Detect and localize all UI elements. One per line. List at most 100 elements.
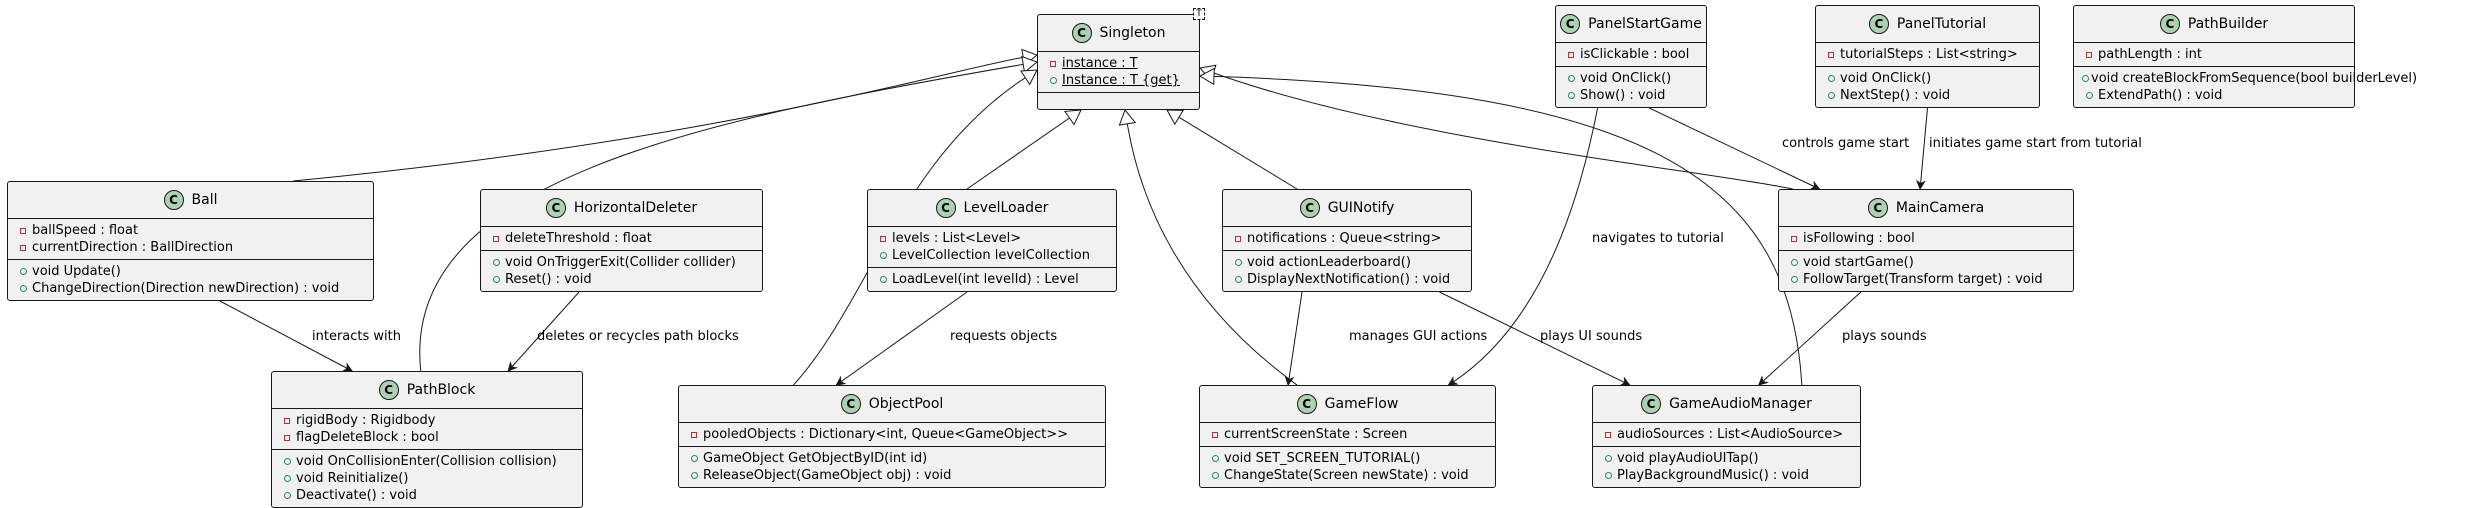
private-visibility-icon — [16, 245, 30, 251]
public-visibility-icon — [1824, 92, 1838, 99]
association-line-guinotify-gameaudiomanager — [1439, 291, 1631, 386]
association-line-paneltutorial-maincamera — [1915, 107, 1928, 190]
attribute-row: ballSpeed : float — [16, 222, 367, 239]
private-visibility-icon — [687, 432, 701, 438]
attribute-row: audioSources : List<AudioSource> — [1601, 426, 1854, 443]
attribute-text: Instance : T {get} — [1062, 73, 1180, 88]
public-visibility-icon — [1787, 259, 1801, 266]
methods-section: LoadLevel(int levelId) : Level — [868, 268, 1116, 291]
attribute-row: currentDirection : BallDirection — [16, 239, 367, 256]
method-text: Reset() : void — [505, 272, 592, 287]
method-row: ExtendPath() : void — [2082, 87, 2348, 104]
association-line-guinotify-gameflow — [1284, 291, 1303, 386]
attribute-text: deleteThreshold : float — [505, 231, 652, 246]
public-visibility-icon — [687, 472, 701, 479]
class-name: GameFlow — [1324, 396, 1399, 412]
class-name: PanelTutorial — [1896, 16, 1987, 32]
private-visibility-icon — [1601, 432, 1615, 438]
method-text: void OnCollisionEnter(Collision collisio… — [296, 454, 557, 469]
class-stereotype-icon: C — [1299, 198, 1320, 218]
method-text: ReleaseObject(GameObject obj) : void — [703, 468, 952, 483]
public-visibility-icon — [280, 475, 294, 482]
class-stereotype-icon: C — [545, 198, 566, 218]
method-row: ReleaseObject(GameObject obj) : void — [687, 467, 1099, 484]
method-text: void createBlockFromSequence(bool builde… — [2091, 71, 2418, 86]
public-visibility-icon — [687, 455, 701, 462]
inheritance-line-pathblock — [419, 63, 1024, 372]
methods-section: void startGame()FollowTarget(Transform t… — [1779, 251, 2073, 291]
private-visibility-icon — [1208, 432, 1222, 438]
method-row: void Update() — [16, 263, 367, 280]
attribute-text: audioSources : List<AudioSource> — [1617, 427, 1844, 442]
method-row: void actionLeaderboard() — [1231, 254, 1465, 271]
attribute-row: instance : T — [1046, 55, 1193, 72]
attribute-text: isFollowing : bool — [1803, 231, 1915, 246]
attribute-text: pooledObjects : Dictionary<int, Queue<Ga… — [703, 427, 1068, 442]
inheritance-arrowhead — [1166, 109, 1184, 126]
inheritance-arrowhead — [1198, 67, 1215, 86]
public-visibility-icon — [280, 492, 294, 499]
attribute-row: LevelCollection levelCollection — [876, 247, 1110, 264]
method-text: GameObject GetObjectByID(int id) — [703, 451, 928, 466]
association-label: initiates game start from tutorial — [1929, 136, 2142, 151]
attribute-row: levels : List<Level> — [876, 230, 1110, 247]
public-visibility-icon — [1601, 472, 1615, 479]
attribute-row: deleteThreshold : float — [489, 230, 756, 247]
attributes-section: isClickable : bool — [1556, 43, 1706, 67]
attributes-section: pooledObjects : Dictionary<int, Queue<Ga… — [679, 423, 1105, 447]
association-line-panelstartgame-gameflow — [1447, 107, 1599, 386]
attribute-text: pathLength : int — [2098, 47, 2202, 62]
association-label: deletes or recycles path blocks — [537, 329, 739, 344]
public-visibility-icon — [1231, 259, 1245, 266]
method-row: void playAudioUITap() — [1601, 450, 1854, 467]
public-visibility-icon — [1231, 276, 1245, 283]
public-visibility-icon — [1564, 92, 1578, 99]
attributes-section: isFollowing : bool — [1779, 227, 2073, 251]
method-row: ChangeDirection(Direction newDirection) … — [16, 280, 367, 297]
method-text: ExtendPath() : void — [2098, 88, 2223, 103]
class-stereotype-icon: C — [1296, 394, 1317, 414]
attribute-row: currentScreenState : Screen — [1208, 426, 1489, 443]
inheritance-arrowhead — [1118, 109, 1137, 126]
methods-section: void SET_SCREEN_TUTORIAL()ChangeState(Sc… — [1200, 447, 1495, 487]
public-visibility-icon — [2082, 92, 2096, 99]
public-visibility-icon — [16, 268, 30, 275]
attribute-row: Instance : T {get} — [1046, 72, 1193, 89]
association-line-panelstartgame-maincamera — [1649, 107, 1821, 190]
method-text: void playAudioUITap() — [1617, 451, 1759, 466]
method-text: void OnClick() — [1580, 71, 1672, 86]
private-visibility-icon — [876, 236, 890, 242]
method-row: Reset() : void — [489, 271, 756, 288]
method-text: void OnTriggerExit(Collider collider) — [505, 255, 736, 270]
class-stereotype-icon: C — [1641, 394, 1662, 414]
attribute-text: currentDirection : BallDirection — [32, 240, 234, 255]
attribute-text: levels : List<Level> — [892, 231, 1022, 246]
public-visibility-icon — [876, 252, 890, 259]
private-visibility-icon — [1046, 61, 1060, 67]
methods-section: void playAudioUITap() PlayBackgroundMusic… — [1593, 447, 1860, 487]
method-text: PlayBackgroundMusic() : void — [1617, 468, 1809, 483]
method-text: FollowTarget(Transform target) : void — [1803, 272, 2043, 287]
association-label: manages GUI actions — [1349, 329, 1488, 344]
class-name: PathBuilder — [2187, 16, 2269, 32]
inheritance-arrowhead — [1021, 55, 1038, 74]
class-gameflow: C GameFlow currentScreenState : Screen void… — [1199, 385, 1496, 488]
method-text: ChangeState(Screen newState) : void — [1224, 468, 1469, 483]
inheritance-line-gameaudiomanager — [1213, 75, 1803, 386]
inheritance-line-maincamera — [1213, 72, 1793, 190]
attribute-row: tutorialSteps : List<string> — [1824, 46, 2033, 63]
attribute-row: rigidBody : Rigidbody — [280, 412, 576, 429]
